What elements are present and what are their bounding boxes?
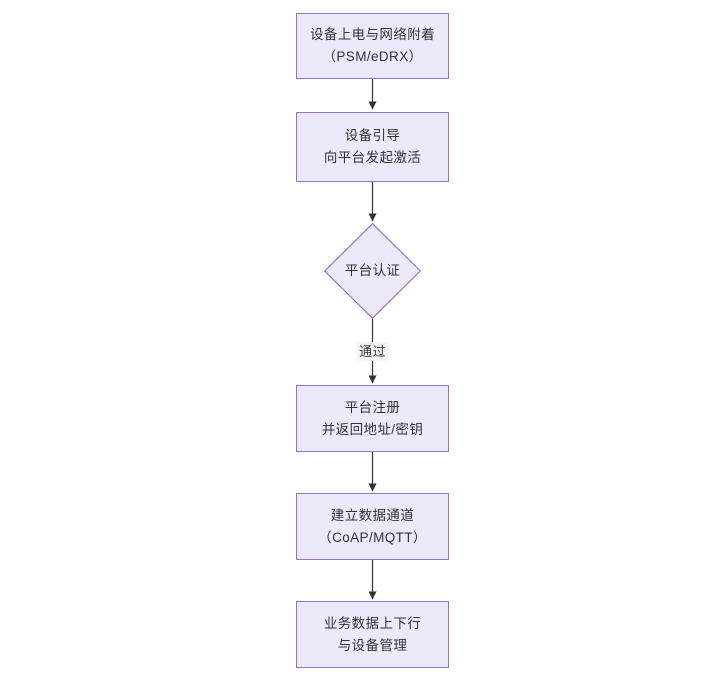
- node-data-channel-line1: 建立数据通道: [330, 507, 415, 523]
- edge-label-pass: 通过: [356, 342, 389, 361]
- node-data-channel[interactable]: 建立数据通道 （CoAP/MQTT）: [296, 493, 449, 560]
- node-platform-register-line1: 平台注册: [344, 399, 401, 415]
- diamond-shape-icon: [324, 223, 421, 319]
- node-bootstrap-line2: 向平台发起激活: [323, 150, 422, 165]
- node-platform-auth[interactable]: 平台认证: [324, 223, 421, 319]
- node-power-on-line1: 设备上电与网络附着: [309, 27, 436, 42]
- node-platform-register-line2: 并返回地址/密钥: [321, 421, 424, 437]
- node-bootstrap[interactable]: 设备引导 向平台发起激活: [296, 112, 449, 182]
- node-business-data-line2: 与设备管理: [337, 637, 408, 653]
- node-bootstrap-line1: 设备引导: [344, 128, 401, 143]
- node-platform-register[interactable]: 平台注册 并返回地址/密钥: [296, 385, 449, 452]
- node-data-channel-line2: （CoAP/MQTT）: [318, 529, 427, 545]
- node-business-data[interactable]: 业务数据上下行 与设备管理: [296, 601, 449, 668]
- node-power-on[interactable]: 设备上电与网络附着 （PSM/eDRX）: [296, 13, 449, 79]
- node-business-data-line1: 业务数据上下行: [323, 615, 422, 631]
- node-power-on-line2: （PSM/eDRX）: [322, 49, 423, 64]
- node-platform-auth-label: 平台认证: [344, 263, 401, 278]
